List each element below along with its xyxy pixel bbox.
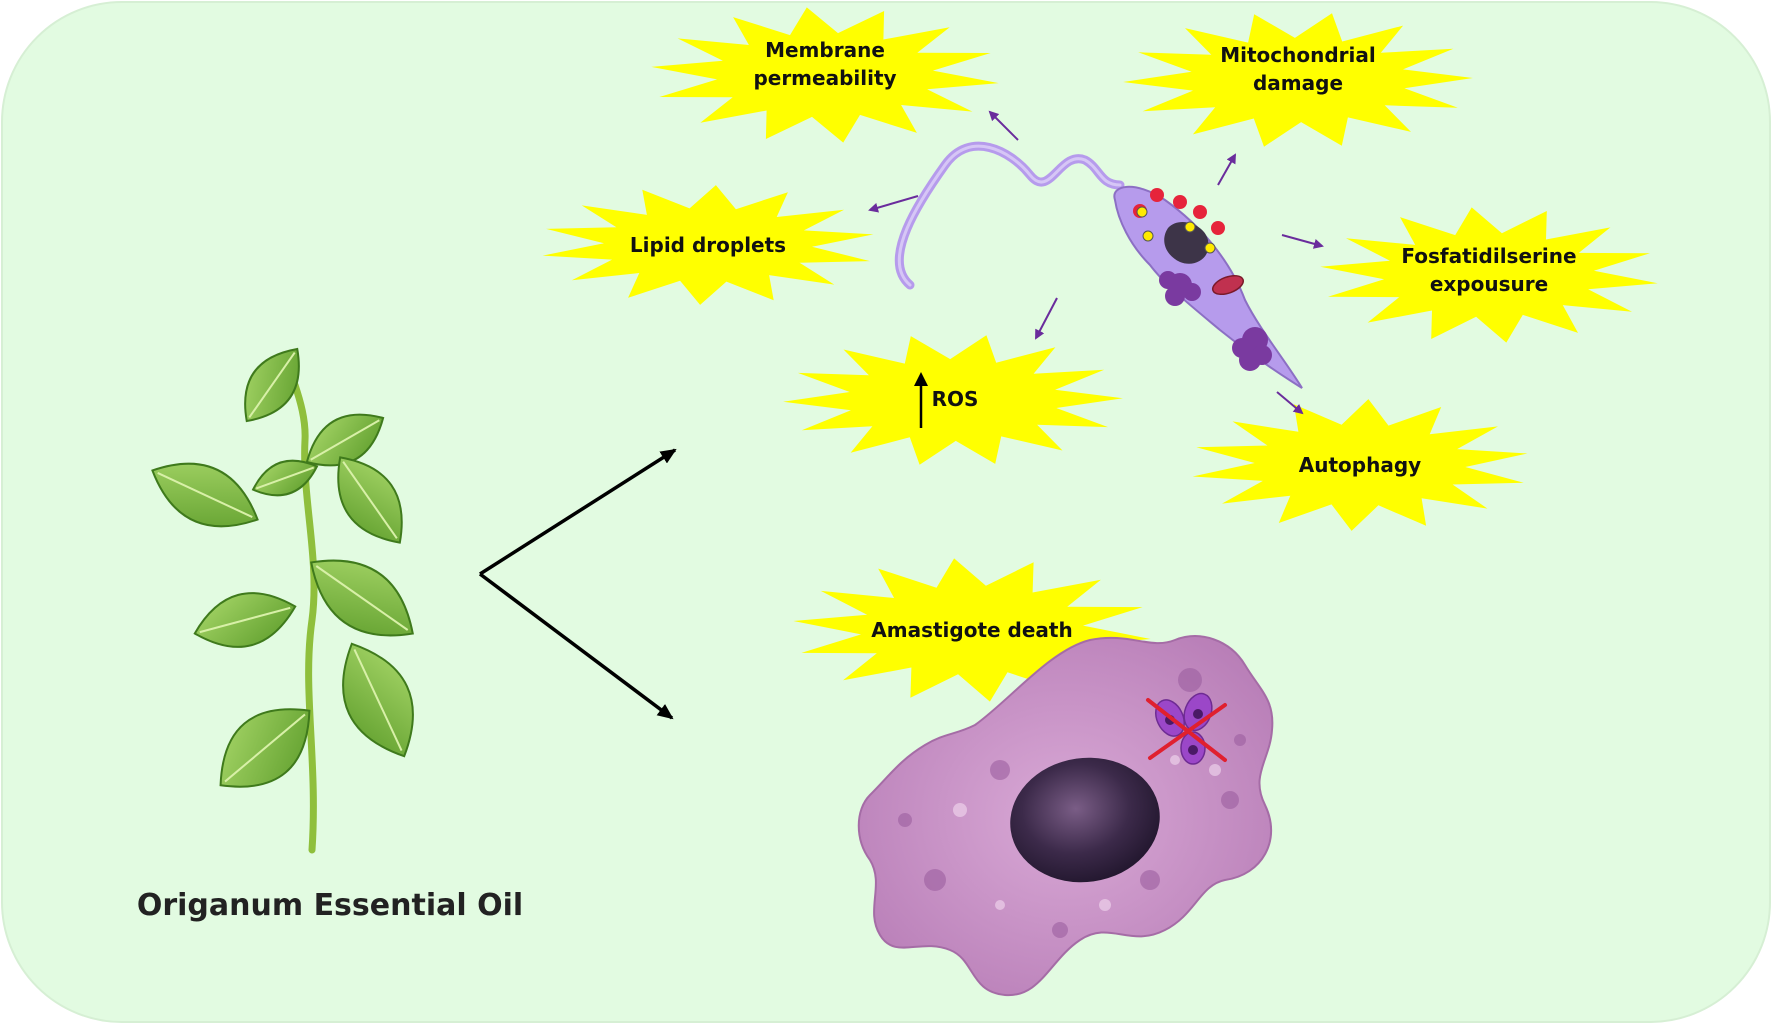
label-membrane-2: permeability (753, 66, 896, 90)
leaf-icon (310, 559, 414, 637)
macrophage-nucleus (1010, 757, 1160, 883)
arrow-fosfa (1281, 234, 1324, 249)
label-amastigote: Amastigote death (871, 618, 1072, 642)
label-fosfa-2: expousure (1430, 272, 1548, 296)
plant-title: Origanum Essential Oil (137, 888, 523, 923)
arrow-autophagy (1276, 391, 1304, 415)
ros-up-arrow-icon (914, 372, 928, 428)
arrow-membrane (988, 110, 1019, 141)
leaf-icon (342, 642, 414, 758)
arrow-ros (1035, 297, 1058, 340)
label-ros: ROS (932, 387, 979, 411)
label-autophagy: Autophagy (1299, 453, 1421, 477)
arrow-mito (1217, 153, 1236, 186)
main-arrows (478, 448, 677, 720)
infected-macrophage (857, 635, 1274, 997)
starburst-ros (783, 335, 1123, 465)
promastigote-parasite (894, 141, 1303, 389)
leaf-icon (151, 462, 259, 528)
starburst-autophagy (1192, 399, 1528, 531)
effect-arrows (868, 110, 1324, 415)
leaf-icon (251, 459, 319, 497)
label-lipid: Lipid droplets (630, 233, 786, 257)
origanum-plant-icon (151, 347, 414, 854)
starburst-fosfa (1320, 207, 1658, 343)
label-mito-1: Mitochondrial (1220, 43, 1376, 67)
arrow-lipid (868, 195, 919, 213)
leaf-icon (219, 708, 311, 788)
leaf-icon (244, 347, 300, 423)
starburst-lipid (542, 185, 874, 305)
label-mito-2: damage (1253, 71, 1343, 95)
leaf-icon (193, 592, 297, 648)
starburst-membrane (651, 7, 999, 143)
label-membrane-1: Membrane (765, 38, 885, 62)
arrow-to-parasite (479, 448, 677, 576)
arrow-to-macrophage (478, 572, 674, 720)
label-fosfa-1: Fosfatidilserine (1401, 244, 1576, 268)
starburst-amastigote (793, 558, 1151, 702)
starburst-mito (1123, 13, 1473, 147)
cross-mark-icon (1146, 698, 1227, 762)
leaf-icon (337, 456, 403, 544)
